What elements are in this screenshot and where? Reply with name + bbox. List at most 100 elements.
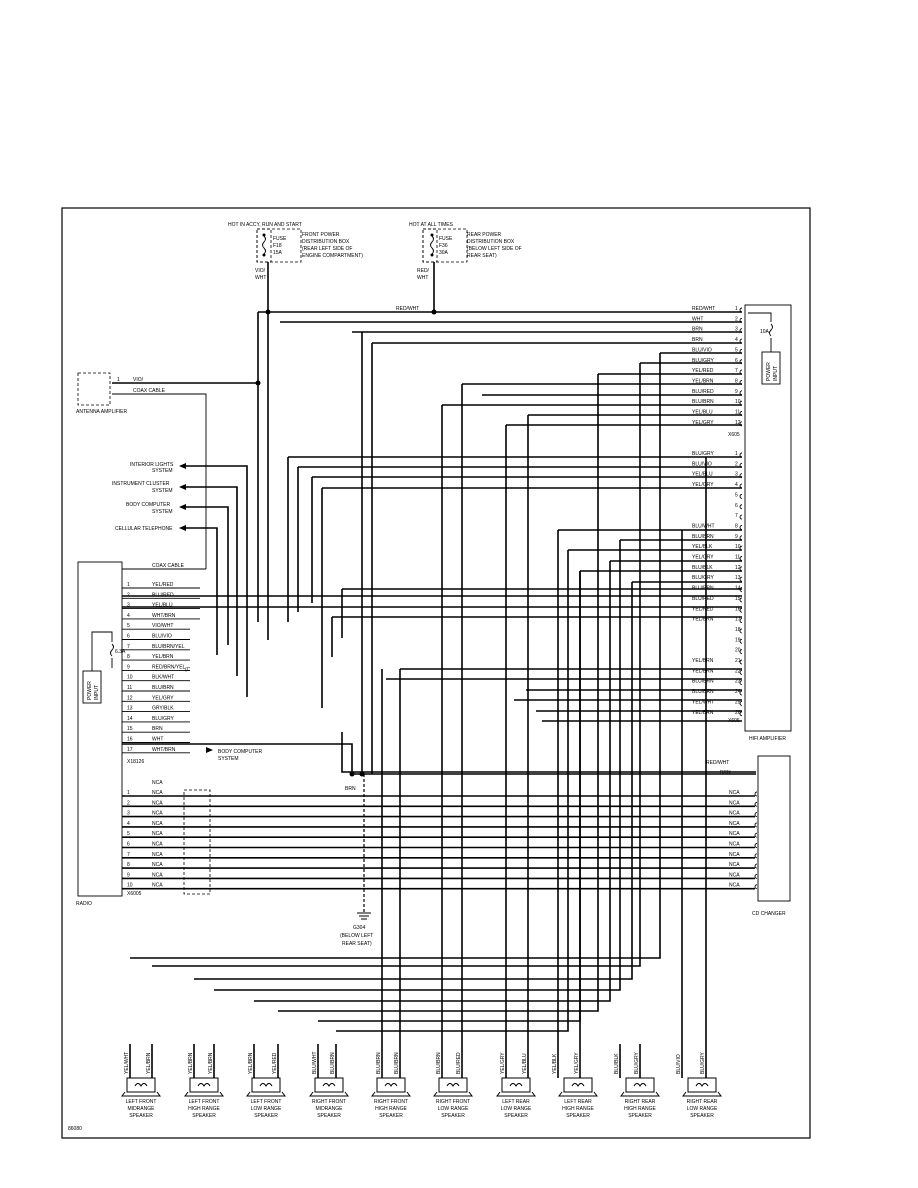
speaker-icon xyxy=(620,1091,660,1097)
amp-x606-pin-number: 12 xyxy=(735,565,741,571)
rear-fuse-hot-label: HOT AT ALL TIMES xyxy=(409,222,454,228)
speaker-name-line: RIGHT FRONT xyxy=(312,1099,346,1105)
amp-x606-pin-number: 1 xyxy=(735,451,738,457)
amp-x605-pin-number: 7 xyxy=(735,368,738,374)
speaker-icon xyxy=(496,1091,536,1097)
amp-x606-pin-wire: BLU/BRN xyxy=(692,689,714,695)
radio-pin-number: 12 xyxy=(127,695,133,701)
amp-box xyxy=(744,304,792,732)
amp-x606-terminal xyxy=(739,493,743,499)
cd-nca-terminal xyxy=(754,801,758,807)
cd-nca-wire: NCA xyxy=(729,800,740,806)
amp-x606-terminal xyxy=(739,638,743,644)
radio-nca-number: 1 xyxy=(127,790,130,796)
amp-x606-terminal xyxy=(739,711,743,717)
antenna-wire: VIO/ xyxy=(133,377,144,383)
amp-x605-pin-number: 5 xyxy=(735,347,738,353)
amp-x606-terminal xyxy=(739,618,743,624)
radio-pin-wire: YEL/BLU xyxy=(152,603,173,609)
speaker-name-line: LOW RANGE xyxy=(251,1106,282,1112)
amp-x606-terminal xyxy=(739,690,743,696)
speaker-name-line: SPEAKER xyxy=(628,1113,652,1119)
radio-pin-number: 15 xyxy=(127,726,133,732)
cd-nca-wire: NCA xyxy=(729,862,740,868)
radio-coax-label: COAX CABLE xyxy=(152,563,185,569)
radio-pin-wire: WHT xyxy=(152,737,163,743)
radio-pin-wire: YEL/GRY xyxy=(152,695,174,701)
speaker-name-line: LEFT FRONT xyxy=(251,1099,282,1105)
speaker-name-line: LEFT REAR xyxy=(502,1099,530,1105)
ground-label-1: G304 xyxy=(353,925,365,931)
front-power-fuse: HOT IN ACCY, RUN AND START FUSE F18 15A … xyxy=(228,222,363,281)
speaker-name-line: SPEAKER xyxy=(690,1113,714,1119)
speaker-name-line: LEFT FRONT xyxy=(189,1099,220,1105)
body-computer-label: BODY COMPUTER xyxy=(126,502,170,508)
rear-fuse-wire1: RED/ xyxy=(417,268,430,274)
amp-x606-pin-number: 24 xyxy=(735,689,741,695)
speaker-name-line: RIGHT FRONT xyxy=(374,1099,408,1105)
ground-wire-label: BRN xyxy=(345,786,356,792)
speaker-wire-left: BLU/BRN xyxy=(376,1052,382,1074)
cd-nca-terminal xyxy=(754,843,758,848)
cd-nca-terminal xyxy=(754,832,758,838)
speaker-wire-right: YEL/BRN xyxy=(146,1052,152,1074)
radio-nca-wire: NCA xyxy=(152,831,163,837)
amp-x606-pin-number: 19 xyxy=(735,637,741,643)
amp-x605-pin-number: 10 xyxy=(735,399,741,405)
radio-body-computer-system: SYSTEM xyxy=(218,756,239,762)
cd-nca-terminal xyxy=(754,791,758,797)
amp-x606-pin-number: 25 xyxy=(735,699,741,705)
cd-nca-wire: NCA xyxy=(729,852,740,858)
radio-pin-wire: BLK/WHT xyxy=(152,675,174,681)
amp-x606-pin-wire: YEL/WHT xyxy=(692,699,714,705)
amp-x606-pin-number: 21 xyxy=(735,658,741,664)
speaker-icon xyxy=(682,1091,722,1097)
cd-nca-wire: NCA xyxy=(729,790,740,796)
amp-x605-pin-number: 6 xyxy=(735,358,738,364)
radio-nca-wire: NCA xyxy=(152,811,163,817)
amp-x606-pin-wire: YEL/BRN xyxy=(692,668,714,674)
front-fuse-line3: 15A xyxy=(273,250,283,256)
radio-pin-wire: WHT/BRN xyxy=(152,747,176,753)
speaker-name-line: HIGH RANGE xyxy=(624,1106,656,1112)
speaker-name-line: HIGH RANGE xyxy=(188,1106,220,1112)
amp-x606-terminal xyxy=(739,607,743,613)
speaker-wire-left: BLU/WHT xyxy=(312,1052,318,1075)
amp-x606-pin-number: 7 xyxy=(735,513,738,519)
amp-x606-pin-wire: YEL/BRN xyxy=(692,658,714,664)
amp-x605-pin-wire: RED/WHT xyxy=(692,306,715,312)
amp-x606-pin-wire: YEL/GRY xyxy=(692,482,714,488)
amp-x606-pin-wire: YEL/BRN xyxy=(692,710,714,716)
front-fuse-wire1: VIO/ xyxy=(255,268,266,274)
system-labels: INTERIOR LIGHTS SYSTEM INSTRUMENT CLUSTE… xyxy=(112,462,248,697)
diagram-frame xyxy=(61,207,811,1139)
amp-x606-pin-wire: BLU/BRN xyxy=(692,534,714,540)
amp-x605-pin-wire: YEL/RED xyxy=(692,368,714,374)
amp-x606-pin-number: 4 xyxy=(735,482,738,488)
amp-x605-pin-wire: BLU/GRY xyxy=(692,358,715,364)
rear-box-line1: REAR POWER xyxy=(467,232,502,238)
interior-lights-label: INTERIOR LIGHTS xyxy=(130,462,174,468)
cd-nca-terminal xyxy=(754,853,758,859)
cd-nca-terminal xyxy=(754,863,758,869)
speaker-wire-right: BLU/GRY xyxy=(700,1051,706,1074)
speaker-wire-left: YEL/BRN xyxy=(188,1052,194,1074)
speaker-name-line: LEFT FRONT xyxy=(126,1099,157,1105)
front-fuse-line2: F18 xyxy=(273,243,282,249)
cd-label: CD CHANGER xyxy=(752,911,786,917)
radio-nca-wire: NCA xyxy=(152,852,163,858)
amp-x606-pin-wire: BLU/BRN xyxy=(692,679,714,685)
speaker-wire-right: YEL/GRY xyxy=(574,1052,580,1074)
radio-connector-2: X6005 xyxy=(127,891,142,897)
amp-x606-terminal xyxy=(739,556,743,561)
radio-nca-wire: NCA xyxy=(152,862,163,868)
rear-box-line2: DISTRIBUTION BOX xyxy=(467,239,515,245)
amp-x605-pin-wire: BLU/RED xyxy=(692,389,714,395)
speaker-name-line: SPEAKER xyxy=(317,1113,341,1119)
amp-x605-pin-wire: WHT xyxy=(692,316,703,322)
